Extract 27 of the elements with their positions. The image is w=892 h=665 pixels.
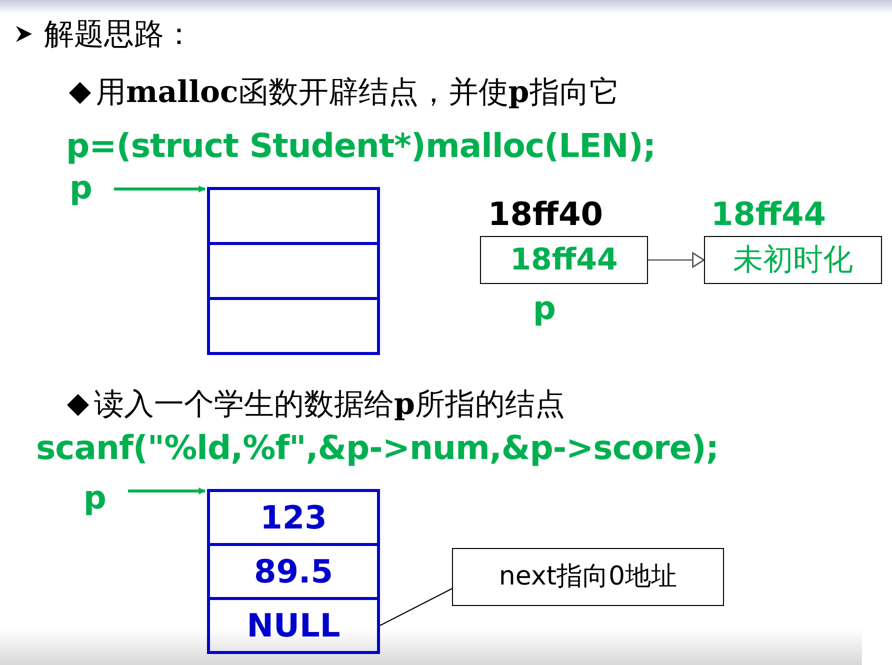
value-text: 89.5 (253, 554, 334, 590)
bullet-text: 用malloc函数开辟结点，并使p指向它 (96, 74, 620, 112)
code-line: scanf("%ld,%f",&p->num,&p->score); (36, 428, 718, 467)
value-text: 123 (259, 500, 328, 536)
field-cell (207, 297, 380, 355)
field-cell (207, 187, 380, 242)
value-text: 未初时化 (732, 244, 854, 276)
field-cell (207, 543, 380, 597)
bullet-text: 读入一个学生的数据给p所指的结点 (94, 386, 565, 424)
address-label: 18ff40 (488, 195, 603, 233)
arrow (648, 252, 705, 268)
pointer-name: p (533, 289, 556, 327)
callout-box (452, 548, 724, 606)
callout-text: next指向0地址 (498, 562, 678, 592)
arrow (114, 186, 206, 192)
heading: 解题思路： (44, 16, 194, 54)
address-label: 18ff44 (711, 195, 826, 233)
arrow (128, 488, 206, 494)
value-text: 18ff44 (509, 244, 619, 276)
field-cell (207, 597, 380, 654)
field-cell (207, 242, 380, 297)
field-cell (207, 489, 380, 543)
code-line: p=(struct Student*)malloc(LEN); (66, 126, 656, 165)
pointer-name: p (68, 170, 94, 206)
value-text: NULL (246, 608, 342, 644)
pointer-name: p (82, 480, 108, 516)
leader-line (380, 588, 452, 626)
